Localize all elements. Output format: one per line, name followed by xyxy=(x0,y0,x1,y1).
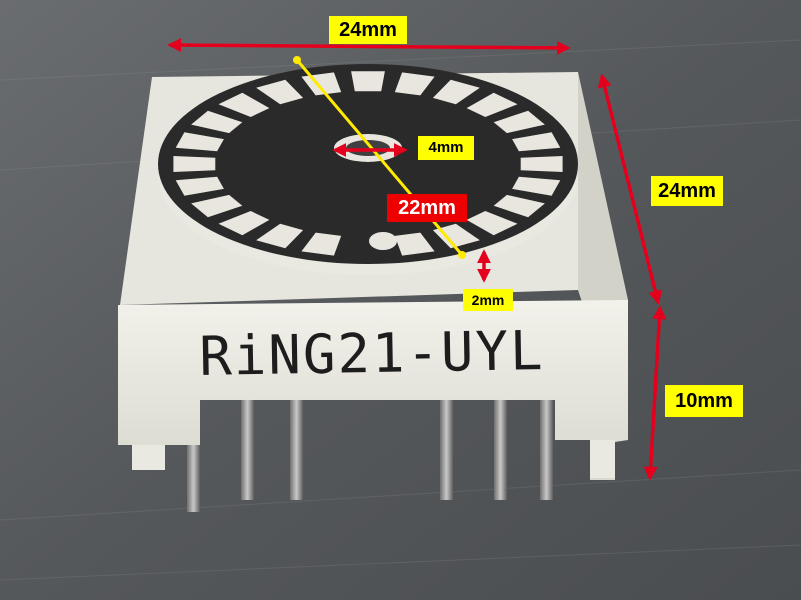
led-segment xyxy=(301,232,342,256)
led-segment xyxy=(173,156,216,172)
led-segment xyxy=(351,71,385,92)
led-segment xyxy=(191,194,243,218)
led-segment xyxy=(493,194,545,218)
led-segment xyxy=(175,132,224,152)
ring-thickness-label: 2mm xyxy=(463,289,513,311)
led-segment xyxy=(512,132,561,152)
led-segment xyxy=(432,223,480,249)
diameter-line xyxy=(295,59,464,256)
height-label: 24mm xyxy=(651,176,723,206)
led-segment xyxy=(191,110,243,134)
led-segment xyxy=(493,110,545,134)
led-segment xyxy=(520,156,563,172)
led-segment xyxy=(256,223,304,249)
led-segment xyxy=(512,176,561,196)
led-segment xyxy=(466,92,518,117)
ring-display xyxy=(158,64,578,275)
ring-diameter-label: 22mm xyxy=(387,194,467,222)
hole-diameter-label: 4mm xyxy=(418,136,474,160)
indicator-dot xyxy=(369,232,397,250)
part-marking: RiNG21-UYL xyxy=(199,319,545,388)
dimension-arrows xyxy=(167,38,667,481)
pins xyxy=(187,400,553,512)
led-segment xyxy=(256,79,304,105)
pin-length-label: 10mm xyxy=(665,385,743,417)
height-arrow xyxy=(597,73,663,305)
led-segment xyxy=(394,232,435,256)
led-segment xyxy=(218,211,270,236)
led-segment xyxy=(432,79,480,105)
led-segment xyxy=(218,92,270,117)
width-label: 24mm xyxy=(329,16,407,44)
width-arrow xyxy=(167,38,571,55)
led-segment xyxy=(466,211,518,236)
led-segment xyxy=(394,72,435,96)
pin-length-arrow xyxy=(643,305,667,481)
led-segment xyxy=(175,176,224,196)
